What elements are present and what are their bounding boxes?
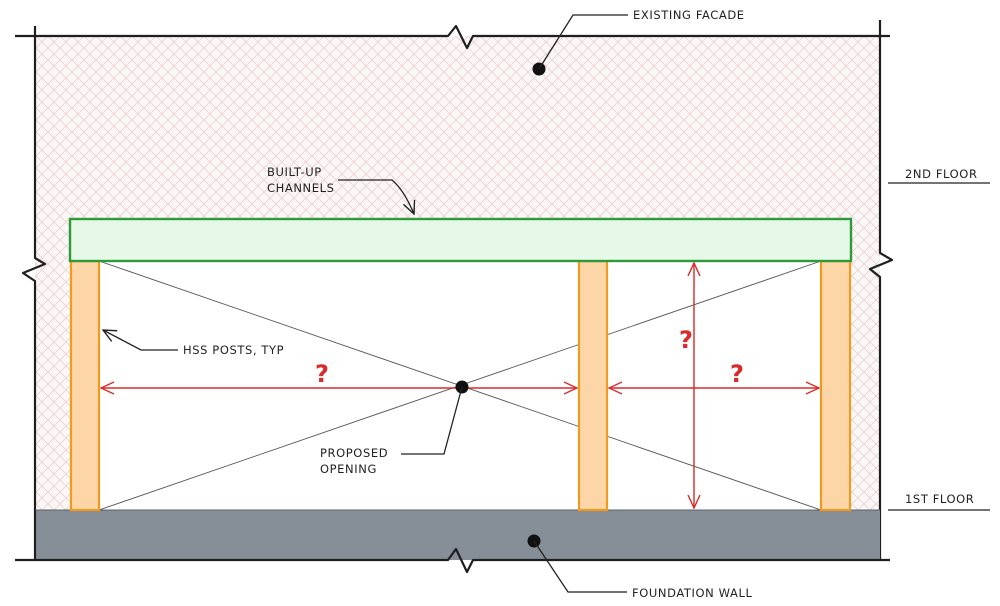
- foundation-wall-leader: [533, 540, 627, 593]
- hss-post-left: [69, 259, 101, 512]
- right-break-line: [868, 20, 894, 560]
- built-up-label-line1: BUILT-UP: [267, 165, 322, 179]
- bottom-break-line: [15, 547, 890, 574]
- existing-facade-leader: [538, 14, 628, 70]
- foundation-wall-label: FOUNDATION WALL: [632, 586, 752, 600]
- existing-facade-label: EXISTING FACADE: [633, 8, 745, 22]
- top-break-line: [15, 24, 890, 50]
- proposed-opening-leader: [401, 386, 463, 455]
- left-break-line: [21, 26, 47, 510]
- built-up-channels-beam: [68, 217, 853, 263]
- hss-posts-label: HSS POSTS, TYP: [183, 343, 284, 357]
- proposed-opening-label-line1: PROPOSED: [320, 446, 388, 460]
- hss-post-right: [819, 259, 852, 512]
- height-question-mark: ?: [679, 326, 693, 354]
- right-span-question-mark: ?: [730, 360, 744, 388]
- built-up-label-line2: CHANNELS: [267, 181, 335, 195]
- proposed-opening-label-line2: OPENING: [320, 462, 377, 476]
- hss-post-middle: [577, 259, 609, 512]
- hss-posts-leader: [103, 330, 178, 351]
- built-up-leader: [338, 179, 414, 214]
- left-span-question-mark: ?: [315, 360, 329, 388]
- first-floor-label: 1ST FLOOR: [905, 492, 974, 506]
- second-floor-label: 2ND FLOOR: [905, 167, 978, 181]
